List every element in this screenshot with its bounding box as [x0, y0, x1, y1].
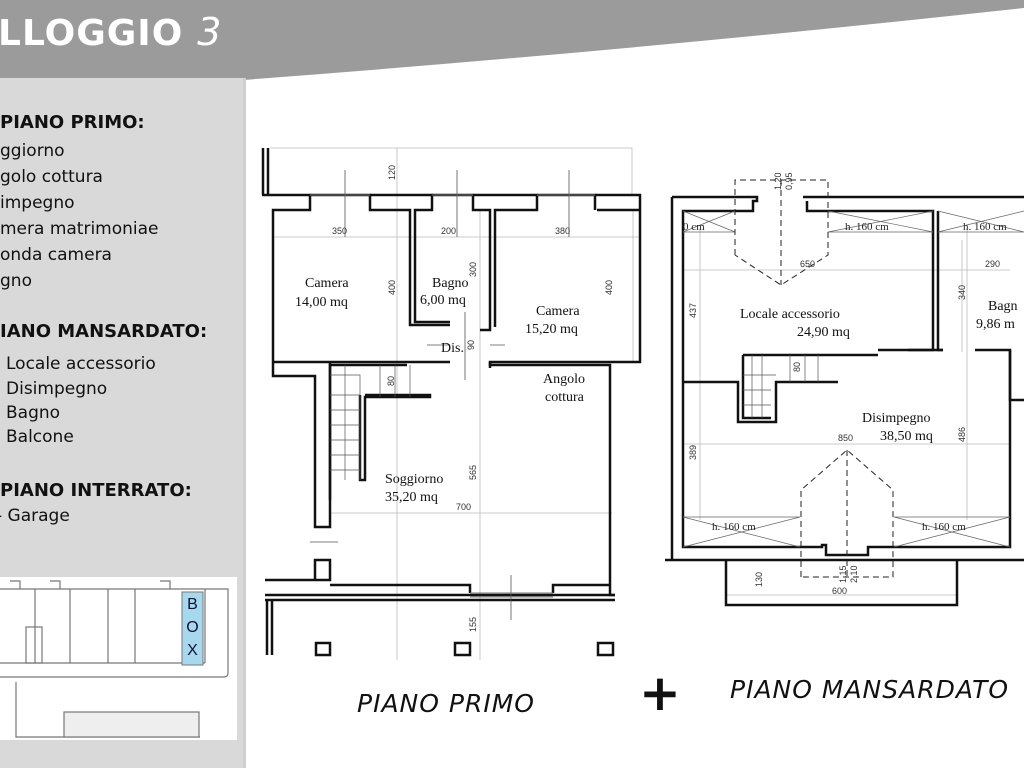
- heading-piano-mansardato: IANO MANSARDATO:: [0, 321, 208, 342]
- box-letter: X: [187, 642, 198, 659]
- dimension-label: 290: [985, 259, 1000, 269]
- dimension-label: 700: [456, 502, 471, 512]
- room-name: Camera: [536, 304, 580, 319]
- dimension-label: 400: [604, 280, 614, 295]
- dimension-label: 120: [387, 165, 397, 180]
- list-item: Balcone: [6, 427, 74, 447]
- dimension-label: 80: [792, 362, 802, 372]
- room-name: Camera: [305, 276, 349, 291]
- dimension-label: 400: [387, 280, 397, 295]
- heading-piano-primo: PIANO PRIMO:: [0, 112, 145, 133]
- height-label: h. 160 cm: [963, 221, 1007, 233]
- dimension-label: 1,15: [838, 565, 848, 583]
- dimension-label: 0,95: [784, 172, 794, 190]
- room-name: Dis.: [441, 341, 464, 356]
- dimension-label: 155: [468, 617, 478, 632]
- dimension-label: 437: [688, 303, 698, 318]
- header-banner: [0, 0, 1024, 80]
- list-item: ggiorno: [0, 141, 65, 161]
- room-area: 38,50 mq: [880, 429, 933, 444]
- room-area: 6,00 mq: [420, 293, 466, 308]
- plan-piano-mansardato: 0 cm h. 160 cm h. 160 cm h. 160 cm h. 16…: [665, 172, 1024, 704]
- room-area: 15,20 mq: [525, 322, 578, 337]
- dimension-label: 90: [466, 340, 476, 350]
- garage-plan-thumbnail: B O X: [0, 577, 237, 740]
- heading-piano-interrato: PIANO INTERRATO:: [0, 480, 192, 501]
- dimension-label: 600: [832, 586, 847, 596]
- dimension-label: 1,20: [773, 172, 783, 190]
- dimension-label: 650: [800, 259, 815, 269]
- list-item: impegno: [0, 193, 75, 213]
- room-name: Bagn: [988, 299, 1018, 314]
- box-letter: B: [187, 596, 198, 613]
- plan-piano-primo: 120 350 200 380 400 300 400 90 80 565 70…: [261, 147, 642, 718]
- dimension-label: 200: [441, 226, 456, 236]
- list-item: gno: [0, 271, 32, 291]
- room-name: Soggiorno: [385, 472, 443, 487]
- dimension-label: 380: [555, 226, 570, 236]
- caption-piano-mansardato: PIANO MANSARDATO: [730, 675, 1009, 704]
- dimension-label: 565: [468, 465, 478, 480]
- title-text: LLOGGIO: [0, 13, 184, 54]
- caption-piano-primo: PIANO PRIMO: [357, 689, 535, 718]
- list-item: Bagno: [6, 403, 61, 423]
- room-name: Bagno: [432, 276, 469, 291]
- dimension-label: 2,10: [849, 565, 859, 583]
- list-item: onda camera: [0, 245, 112, 265]
- height-label: h. 160 cm: [922, 521, 966, 533]
- room-name: Locale accessorio: [740, 307, 840, 322]
- dimension-label: 300: [468, 262, 478, 277]
- dimension-label: 350: [332, 226, 347, 236]
- list-item: mera matrimoniae: [0, 219, 159, 239]
- list-item: - Garage: [0, 506, 70, 526]
- room-name: Disimpegno: [862, 411, 930, 426]
- list-item: Locale accessorio: [6, 354, 156, 374]
- list-item: golo cottura: [0, 167, 103, 187]
- height-label: h. 160 cm: [845, 221, 889, 233]
- height-label: 0 cm: [683, 221, 705, 233]
- dimension-label: 850: [838, 433, 853, 443]
- room-area: 35,20 mq: [385, 490, 438, 505]
- room-area: 9,86 m: [976, 317, 1015, 332]
- title-number: 3: [197, 10, 223, 54]
- room-name: cottura: [545, 390, 585, 405]
- page-title: LLOGGIO 3: [0, 10, 222, 54]
- dimension-label: 130: [754, 572, 764, 587]
- room-name: Angolo: [543, 372, 585, 387]
- room-area: 24,90 mq: [797, 325, 850, 340]
- plus-sign: +: [639, 664, 681, 722]
- height-label: h. 160 cm: [712, 521, 756, 533]
- box-letter: O: [186, 619, 198, 636]
- dimension-label: 389: [688, 445, 698, 460]
- dimension-label: 80: [386, 376, 396, 386]
- list-item: Disimpegno: [6, 379, 108, 399]
- dimension-label: 486: [957, 427, 967, 442]
- room-area: 14,00 mq: [295, 295, 348, 310]
- dimension-label: 340: [957, 285, 967, 300]
